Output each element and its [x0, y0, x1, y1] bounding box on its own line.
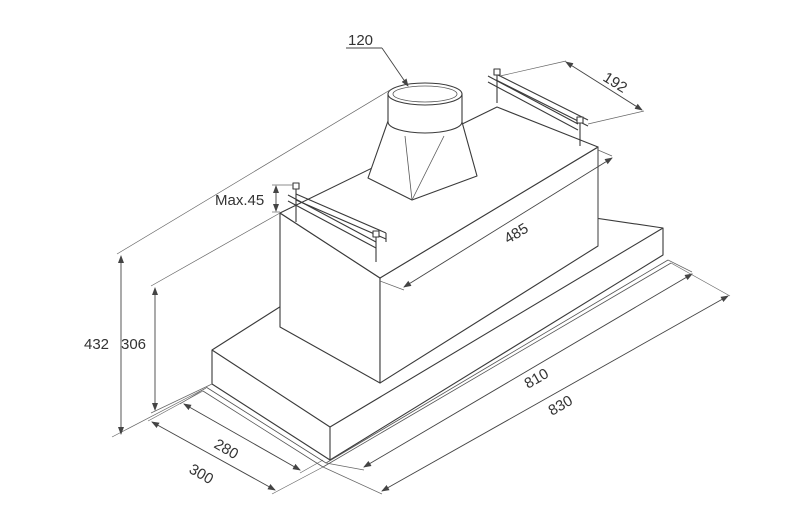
- total-height-label: 432: [84, 336, 109, 353]
- rail-spacing-label: 192: [600, 69, 630, 97]
- rear-mount-rail: [487, 68, 589, 146]
- dim-max-adjust: Max.45: [215, 184, 293, 213]
- front-mount-rail: [287, 182, 387, 262]
- dim-total-height: 432: [84, 89, 391, 438]
- dim-body-height: 306: [121, 212, 281, 414]
- max-adjust-label: Max.45: [215, 192, 264, 209]
- inner-depth-label: 280: [211, 436, 241, 463]
- dim-duct-diameter: 120: [346, 32, 409, 87]
- body-height-label: 306: [121, 336, 146, 353]
- duct-diameter-label: 120: [348, 32, 373, 49]
- duct-collar: [367, 82, 478, 201]
- outer-depth-label: 300: [186, 461, 216, 488]
- inner-width-label: 810: [522, 365, 552, 392]
